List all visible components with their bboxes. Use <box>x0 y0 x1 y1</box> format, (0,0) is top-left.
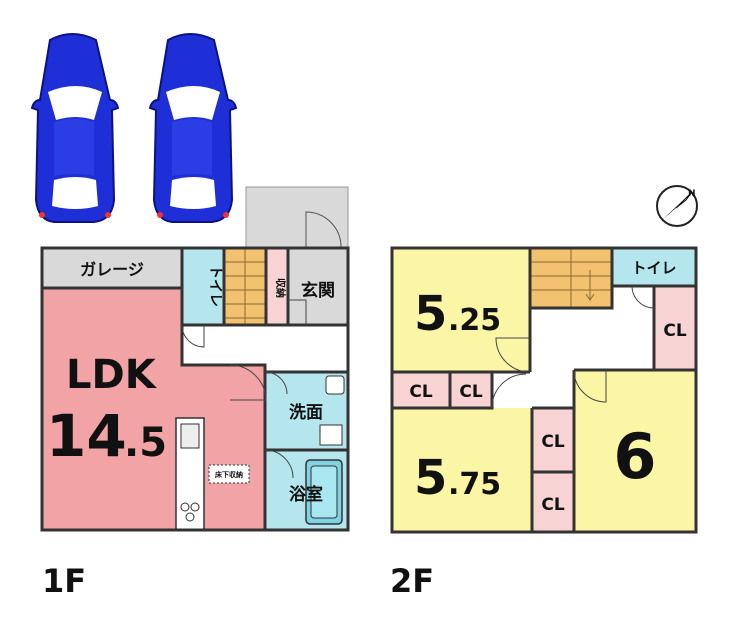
washroom-label: 洗面 <box>289 402 323 423</box>
sink <box>325 375 345 395</box>
closet-label-c: CL <box>541 432 564 452</box>
closet-2f-a <box>392 372 450 408</box>
bedroom-525-dec: .25 <box>448 303 501 338</box>
bedroom-6 <box>574 370 696 532</box>
closet-2f-d <box>532 472 574 532</box>
closet-2f-c <box>532 408 574 472</box>
bedroom-575 <box>392 408 532 532</box>
bedroom-525-int: 5 <box>414 286 447 342</box>
bedroom-525 <box>392 248 530 372</box>
ldk-name-label: LDK <box>66 352 158 398</box>
toilet-room-2f <box>612 248 696 286</box>
compass-icon: N <box>656 185 698 227</box>
garage-area <box>42 248 182 288</box>
garage-label: ガレージ <box>80 260 144 279</box>
bathroom-label: 浴室 <box>289 484 323 505</box>
toilet-label-2f: トイレ <box>631 259 676 277</box>
ldk-size-dec: .5 <box>124 420 167 466</box>
car-icon <box>30 33 120 223</box>
bedroom-6-label: 6 <box>613 420 656 493</box>
toilet-label-1f-a: トイレ <box>207 265 223 307</box>
closet-label-d: CL <box>541 495 564 515</box>
floor-1f: ガレージ トイレ 収納 玄関 LDK 14 .5 洗面 浴室 床下収納 1F <box>40 186 350 600</box>
car-icon <box>148 33 238 223</box>
floor-2f: 5 .25 5 .75 6 トイレ CL CL CL CL CL 2F <box>390 246 698 600</box>
floor-2f-label: 2F <box>390 562 434 600</box>
bedroom-575-dec: .75 <box>448 467 501 502</box>
storage-room <box>266 248 288 325</box>
closet-label-b: CL <box>459 382 482 402</box>
closet-2f-b <box>450 372 492 408</box>
storage-label: 収納 <box>274 278 287 298</box>
porch <box>245 186 349 248</box>
entrance-room <box>288 248 348 325</box>
floor-1f-label: 1F <box>42 562 86 600</box>
closet-2f-right <box>654 286 696 370</box>
closet-label-right: CL <box>663 321 686 341</box>
svg-text:N: N <box>688 189 696 199</box>
ldk-size-int: 14 <box>46 402 127 470</box>
closet-label-a: CL <box>409 382 432 402</box>
bedroom-575-int: 5 <box>414 450 447 506</box>
underfloor-storage-label: 床下収納 <box>215 470 243 479</box>
entrance-label: 玄関 <box>301 280 335 301</box>
toilet-room-1f <box>182 248 224 325</box>
